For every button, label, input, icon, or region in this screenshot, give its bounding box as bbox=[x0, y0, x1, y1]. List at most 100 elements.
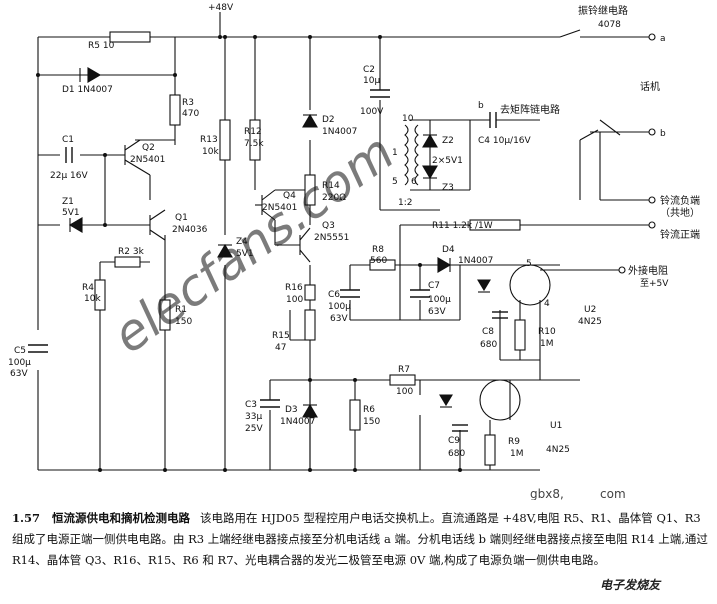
label-R12: R12 bbox=[244, 127, 262, 137]
label-R9: R9 bbox=[508, 437, 520, 447]
transistor-Q4 bbox=[261, 189, 276, 221]
label-Z4: Z4 bbox=[236, 237, 248, 247]
caption-number: 1.57 bbox=[12, 511, 41, 525]
label-terminal-a: a bbox=[660, 34, 666, 44]
label-C6: C6 bbox=[328, 290, 340, 300]
label-Q1v: 2N4036 bbox=[172, 225, 208, 235]
resistor-R9 bbox=[484, 434, 496, 466]
label-C5v2: 63V bbox=[10, 369, 28, 379]
resistor-R1 bbox=[159, 299, 171, 331]
label-T10: 10 bbox=[402, 114, 414, 124]
label-T1: 1 bbox=[392, 148, 398, 158]
label-C8: C8 bbox=[482, 327, 494, 337]
label-C9v: 680 bbox=[448, 449, 465, 459]
watermark-com: com bbox=[600, 487, 626, 500]
resistor-R13 bbox=[219, 119, 231, 161]
capacitor-C9 bbox=[452, 424, 468, 432]
label-R6: R6 bbox=[363, 405, 375, 415]
resistor-R12 bbox=[249, 119, 261, 161]
label-R2: R2 3k bbox=[118, 247, 145, 257]
label-Q2v: 2N5401 bbox=[130, 155, 165, 165]
label-C8v: 680 bbox=[480, 340, 497, 350]
label-Q4: Q4 bbox=[283, 191, 296, 201]
optocoupler-U2 bbox=[477, 264, 551, 306]
label-Z2v: 2×5V1 bbox=[432, 156, 463, 166]
optocoupler-U1 bbox=[439, 379, 521, 421]
label-R3: R3 bbox=[182, 98, 194, 108]
label-ring-neg-sub: （共地） bbox=[660, 206, 700, 219]
resistor-R4 bbox=[94, 279, 106, 311]
label-Z1: Z1 bbox=[62, 197, 74, 207]
resistors bbox=[94, 31, 526, 466]
label-R11: R11 1.2k /1W bbox=[432, 221, 493, 231]
watermark-gbx: gbx8, bbox=[530, 487, 564, 500]
label-Q3: Q3 bbox=[322, 221, 335, 231]
zener-Z3 bbox=[422, 165, 438, 180]
label-pin4: 4 bbox=[544, 299, 550, 309]
zener-Z2 bbox=[422, 133, 438, 148]
label-R10: R10 bbox=[538, 327, 556, 337]
optocouplers bbox=[439, 264, 551, 421]
label-ext-power: 外接电阻 bbox=[628, 264, 668, 277]
label-C3: C3 bbox=[245, 400, 257, 410]
terminal-ring-neg bbox=[648, 196, 656, 204]
resistor-R2 bbox=[114, 256, 141, 268]
label-Q1: Q1 bbox=[175, 213, 188, 223]
site-logo: 电子发烧友 bbox=[600, 578, 661, 592]
label-D3: D3 bbox=[285, 405, 298, 415]
resistor-R14 bbox=[304, 174, 316, 206]
label-ring-relay-ic: 4078 bbox=[598, 20, 621, 30]
terminal-b bbox=[648, 128, 656, 136]
terminal-ring-pos bbox=[648, 221, 656, 229]
label-R1v: 150 bbox=[175, 317, 192, 327]
label-R12v: 7.5k bbox=[244, 139, 264, 149]
label-T12: 1:2 bbox=[398, 198, 412, 208]
switch-a bbox=[559, 29, 581, 38]
capacitor-C3 bbox=[260, 399, 280, 408]
label-R6v: 150 bbox=[363, 417, 380, 427]
zener-Z1 bbox=[68, 217, 83, 233]
resistor-R6 bbox=[349, 399, 361, 431]
label-C7v1: 100μ bbox=[428, 295, 451, 305]
label-R15v: 47 bbox=[275, 343, 286, 353]
label-T5: 5 bbox=[392, 177, 398, 187]
label-R4v: 10k bbox=[84, 294, 101, 304]
label-C3v2: 25V bbox=[245, 424, 263, 434]
label-R13: R13 bbox=[200, 135, 218, 145]
label-ring-relay: 振铃继电路 bbox=[578, 4, 628, 17]
label-C1: C1 bbox=[62, 135, 74, 145]
label-U2: U2 bbox=[584, 305, 596, 315]
label-U1v: 4N25 bbox=[546, 445, 570, 455]
capacitors bbox=[28, 89, 508, 432]
label-Z1v: 5V1 bbox=[62, 208, 80, 218]
zener-Z4 bbox=[217, 243, 233, 258]
label-pin5: 5 bbox=[526, 259, 532, 269]
label-ring-neg: 铃流负端 bbox=[660, 194, 700, 207]
capacitor-C4 bbox=[489, 112, 497, 128]
resistor-R7 bbox=[389, 374, 416, 386]
label-C7v2: 63V bbox=[428, 307, 446, 317]
label-C5v1: 100μ bbox=[8, 358, 31, 368]
terminal-a bbox=[648, 33, 656, 41]
label-D3v: 1N4007 bbox=[280, 417, 315, 427]
transformer bbox=[404, 124, 419, 186]
transistor-Q3 bbox=[299, 227, 311, 263]
label-C2v1: 10μ bbox=[363, 76, 380, 86]
label-R14: R14 bbox=[322, 181, 340, 191]
label-R13v: 10k bbox=[202, 147, 219, 157]
label-R10v: 1M bbox=[540, 339, 554, 349]
label-C5: C5 bbox=[14, 346, 26, 356]
label-C9: C9 bbox=[448, 436, 460, 446]
label-C7: C7 bbox=[428, 281, 440, 291]
label-D4v: 1N4007 bbox=[458, 256, 493, 266]
label-R7v: 100 bbox=[396, 387, 413, 397]
label-U2v: 4N25 bbox=[578, 317, 602, 327]
resistor-R16 bbox=[304, 284, 316, 301]
label-ring-pos: 铃流正端 bbox=[660, 228, 700, 241]
capacitor-C5 bbox=[28, 344, 48, 353]
diode-D2 bbox=[302, 113, 318, 128]
label-R4: R4 bbox=[82, 283, 94, 293]
resistor-R5 bbox=[109, 31, 151, 43]
label-C6v1: 100μ bbox=[328, 302, 351, 312]
